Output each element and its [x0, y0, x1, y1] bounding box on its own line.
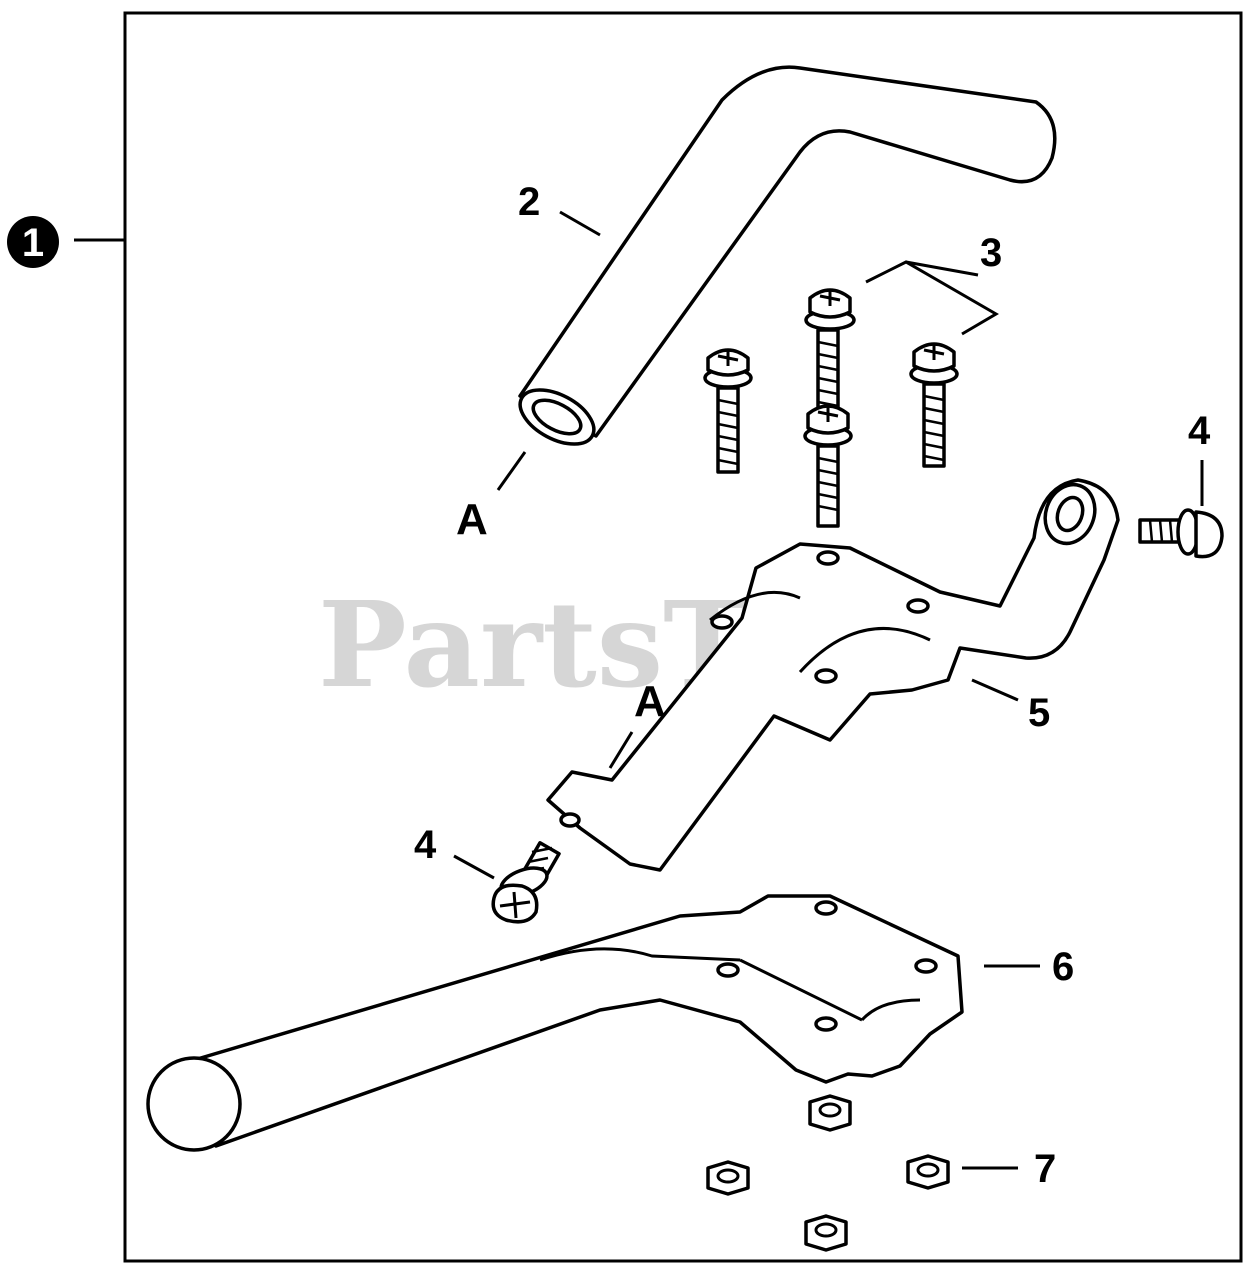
- label-bolt-left: 4: [414, 823, 437, 867]
- mark-a-mid: A: [634, 677, 666, 726]
- leader-upper-bracket: [971, 678, 1019, 702]
- part-bolt-left[interactable]: [491, 841, 561, 924]
- part-nut[interactable]: [804, 1214, 848, 1252]
- label-bolt-right: 4: [1188, 409, 1211, 453]
- part-screw[interactable]: [909, 342, 959, 468]
- part-nut[interactable]: [808, 1094, 852, 1132]
- label-screws: 3: [980, 231, 1002, 275]
- label-upper-bracket: 5: [1028, 691, 1050, 735]
- assembly-callout[interactable]: 1: [7, 216, 125, 268]
- part-screw[interactable]: [703, 348, 753, 474]
- mark-a-mid-line: [608, 731, 634, 769]
- part-screw[interactable]: [804, 288, 856, 422]
- leader-bolt-left: [453, 854, 495, 880]
- leader-handle-grip: [559, 210, 601, 237]
- part-nut[interactable]: [906, 1154, 950, 1190]
- mark-a-top-line: [496, 451, 527, 491]
- mark-a-top: A: [456, 495, 488, 544]
- part-upper-bracket[interactable]: [546, 478, 1120, 872]
- leader-screws-top: [905, 260, 979, 277]
- assembly-frame: [123, 11, 1243, 1263]
- part-bolt-right[interactable]: [1138, 508, 1224, 559]
- part-nut[interactable]: [706, 1160, 750, 1196]
- assembly-callout-number: 1: [22, 221, 44, 265]
- part-lower-bracket[interactable]: [146, 894, 964, 1152]
- label-lower-bracket: 6: [1052, 945, 1074, 989]
- leader-screws: [865, 260, 999, 336]
- label-handle-grip: 2: [518, 180, 540, 224]
- label-nuts: 7: [1034, 1147, 1056, 1191]
- part-screw[interactable]: [803, 404, 853, 528]
- part-handle-grip[interactable]: [511, 65, 1057, 455]
